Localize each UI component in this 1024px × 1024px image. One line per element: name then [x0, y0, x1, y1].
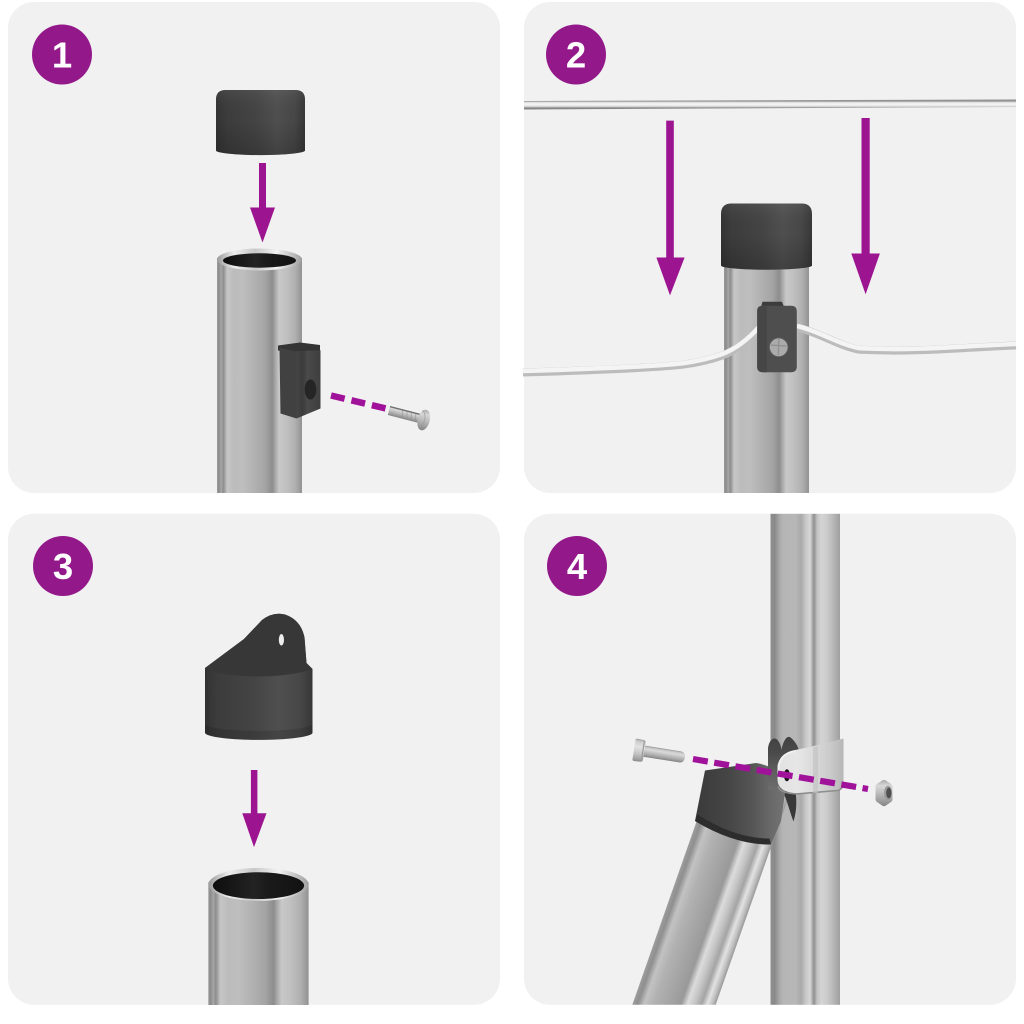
svg-text:2: 2 — [566, 35, 586, 76]
svg-text:3: 3 — [53, 546, 73, 587]
svg-text:4: 4 — [567, 546, 588, 587]
svg-text:1: 1 — [52, 35, 72, 76]
